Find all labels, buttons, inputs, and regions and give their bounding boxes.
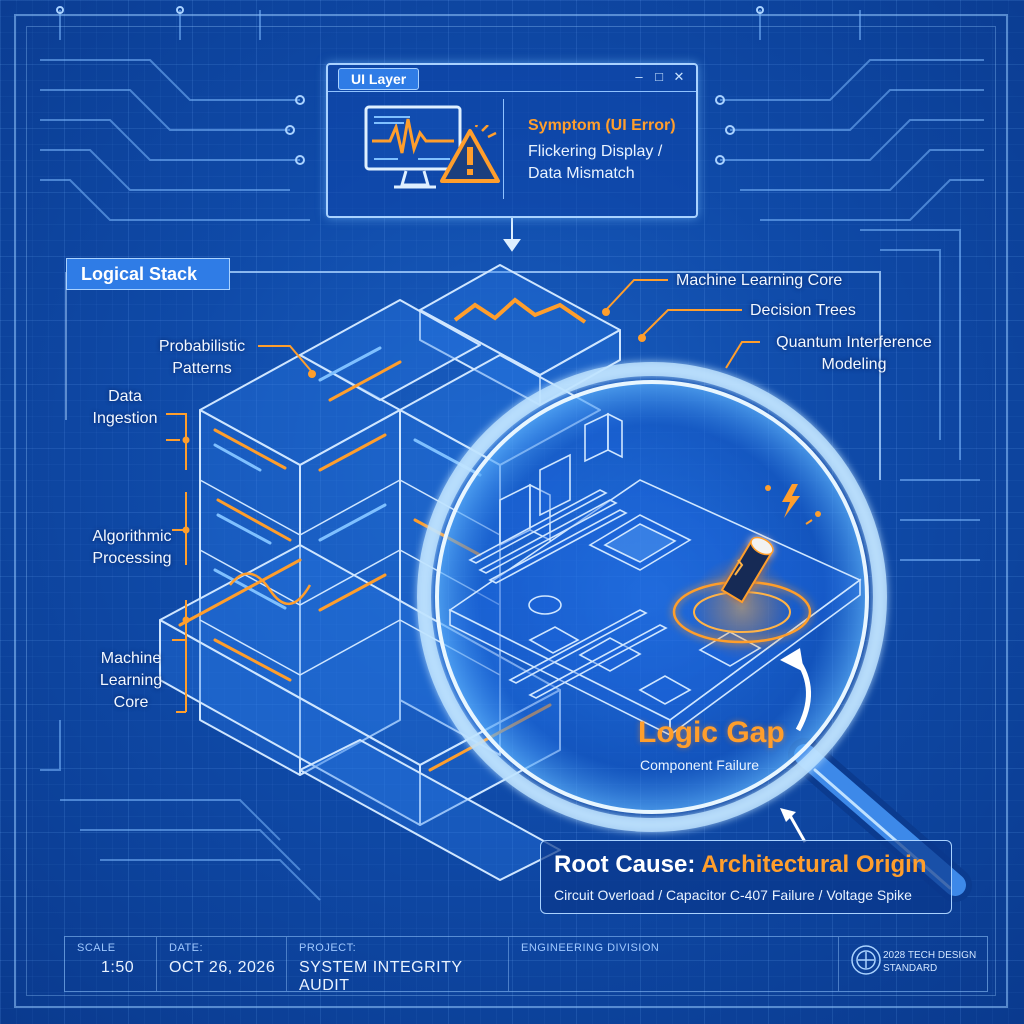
stack-frame [66,271,881,480]
project-value: SYSTEM INTEGRITY AUDIT [299,959,463,994]
warning-triangle-icon [440,125,500,183]
label-algorithmic-line2: Processing [92,550,172,567]
root-cause-box: Root Cause: Architectural Origin Circuit… [540,840,952,914]
standard-text: 2028 TECH DESIGN STANDARD [883,949,983,975]
logic-gap-subtitle: Component Failure [640,757,760,773]
standard-line2: STANDARD [883,963,938,974]
label-machine-learning-core-left: Machine Learning Core [84,648,178,714]
label-algorithmic-processing: Algorithmic Processing [80,526,184,570]
trace-nodes [56,6,764,165]
date-value: OCT 26, 2026 [169,959,276,976]
root-cause-highlight: Architectural Origin [701,851,927,878]
label-machine-learning-core-right: Machine Learning Core [676,272,843,289]
magnifier-glow [417,362,887,832]
label-probabilistic-line2: Patterns [172,360,232,377]
ui-layer-title: UI Layer [338,68,420,90]
cell-division: ENGINEERING DIVISION [509,937,839,991]
label-data-line1: Data [108,388,142,405]
label-probabilistic-line1: Probabilistic [158,338,246,355]
inner-frame [26,26,996,996]
seal-icon [851,945,881,975]
callout-dots [182,370,316,624]
label-decision-trees: Decision Trees [750,302,856,319]
root-cause-title: Root Cause: Architectural Origin [554,851,927,879]
ui-layer-divider [503,99,504,199]
top-module-wave [453,297,587,324]
title-block: SCALE 1:50 DATE: OCT 26, 2026 PROJECT: S… [64,936,989,994]
label-data-line2: Ingestion [92,410,158,427]
logical-stack-tab: Logical Stack [66,258,230,290]
lightning-icon [765,484,821,525]
date-label: DATE: [169,942,204,954]
ui-layer-titlebar: UI Layer – □ ✕ [328,65,696,92]
root-cause-details: Circuit Overload / Capacitor C-407 Failu… [554,887,912,903]
label-probabilistic-patterns: Probabilistic Patterns [146,336,258,380]
cell-standard: 2028 TECH DESIGN STANDARD [839,937,989,991]
scale-value: 1:50 [101,959,135,976]
outer-frame [14,14,1008,1008]
minimize-icon: – [635,69,643,84]
division-label: ENGINEERING DIVISION [521,942,660,954]
root-cause-prefix: Root Cause: [554,851,702,878]
standard-line1: 2028 TECH DESIGN [883,950,977,961]
monitor-waveform-icon [364,105,462,189]
maximize-icon: □ [655,69,663,84]
project-label: PROJECT: [299,942,357,954]
label-quantum-interference-modeling: Quantum Interference Modeling [764,332,944,376]
label-ml-line1: Machine [100,650,162,667]
label-ml-line2: Learning [99,672,163,689]
label-data-ingestion: Data Ingestion [80,386,170,430]
capacitor-icon [720,536,774,604]
logic-gap-title: Logic Gap [638,716,785,749]
logic-gap-arrow [780,648,811,732]
circuit-traces [40,10,984,901]
symptom-line-1: Flickering Display / [528,143,663,160]
label-quantum-line2: Modeling [821,356,887,373]
cell-date: DATE: OCT 26, 2026 [157,937,287,991]
symptom-line-2: Data Mismatch [528,165,635,182]
label-algorithmic-line1: Algorithmic [92,528,172,545]
right-callouts [605,279,760,369]
symptom-title: Symptom (UI Error) [528,117,676,134]
label-ml-line3: Core [113,694,149,711]
label-quantum-line1: Quantum Interference [776,334,932,351]
magnifier-lens [435,380,869,814]
cell-project: PROJECT: SYSTEM INTEGRITY AUDIT [287,937,509,994]
close-icon: ✕ [673,69,685,84]
ui-to-stack-arrow [503,218,521,252]
scale-label: SCALE [77,942,116,954]
root-cause-arrow [780,808,807,843]
cell-scale: SCALE 1:50 [65,937,157,991]
ui-layer-window: UI Layer – □ ✕ Symptom (UI Error) Flicke… [326,63,698,218]
